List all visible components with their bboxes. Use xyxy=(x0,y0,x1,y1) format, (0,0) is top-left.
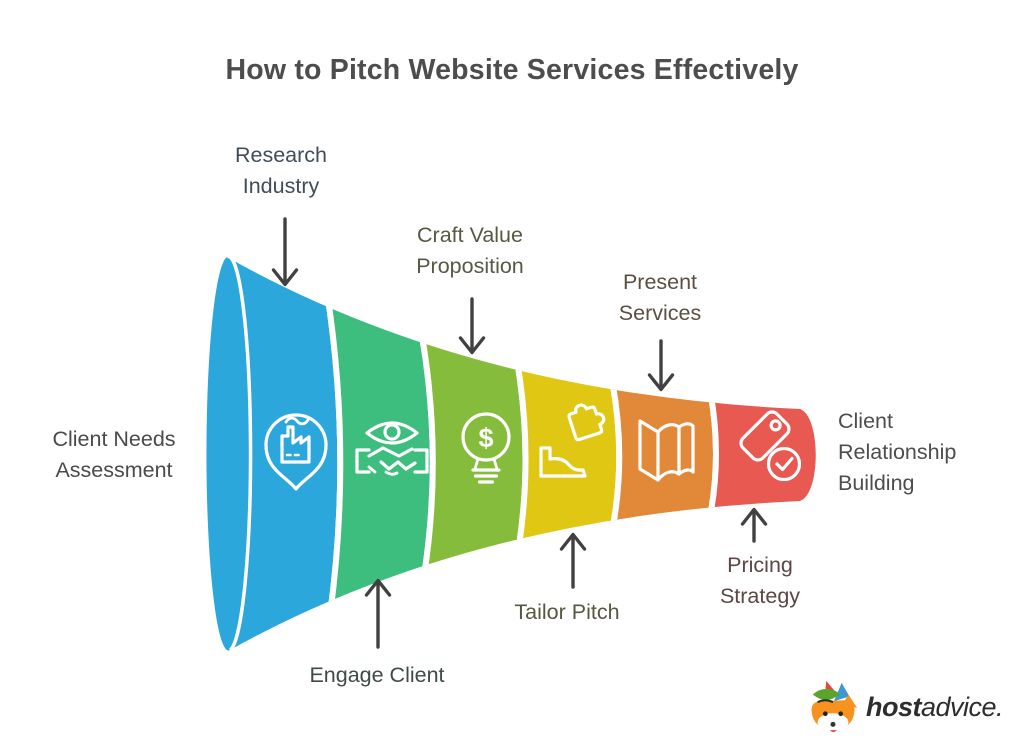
arrow-research-down xyxy=(271,217,299,287)
funnel-mouth-rim xyxy=(226,254,253,652)
label-pricing-strategy: Pricing Strategy xyxy=(719,553,801,608)
stage-icons: $ xyxy=(264,403,802,491)
funnel-stage-engage xyxy=(324,289,436,618)
logo-word-host: host xyxy=(866,691,922,722)
hostadvice-logo: hostadvice. xyxy=(806,678,1016,736)
arrow-present-down xyxy=(647,339,675,392)
logo-wordmark: hostadvice. xyxy=(866,691,1004,723)
funnel-stage-present xyxy=(608,372,719,535)
fox-mascot-icon xyxy=(811,680,858,733)
label-client-relationship-building: Client Relationship Building xyxy=(838,409,957,495)
funnel-stage-tailor xyxy=(513,352,623,555)
lightbulb-dollar-icon: $ xyxy=(461,412,511,484)
arrow-craft-down xyxy=(458,297,486,355)
label-tailor-pitch: Tailor Pitch xyxy=(514,600,620,624)
arrow-engage-up xyxy=(364,578,392,649)
dollar-glyph: $ xyxy=(478,423,493,453)
label-present-services: Present Services xyxy=(618,270,702,325)
arrow-tailor-up xyxy=(559,532,587,589)
label-craft-value-proposition: Craft Value Proposition xyxy=(416,223,524,278)
label-client-needs-assessment: Client Needs Assessment xyxy=(52,427,176,482)
price-tag-check-icon xyxy=(739,410,802,482)
label-research-industry: Research Industry xyxy=(234,143,327,198)
logo-word-advice: advice. xyxy=(921,691,1004,722)
arrow-pricing-up xyxy=(740,507,768,543)
pointer-arrows xyxy=(271,217,768,649)
hand-puzzle-icon xyxy=(539,403,606,478)
open-book-icon xyxy=(638,419,695,482)
label-engage-client: Engage Client xyxy=(309,663,445,687)
funnel-stage-craft xyxy=(418,327,529,579)
location-pin-factory-icon xyxy=(264,413,328,491)
page-title: How to Pitch Website Services Effectivel… xyxy=(225,54,799,86)
handshake-eye-icon xyxy=(355,421,429,476)
